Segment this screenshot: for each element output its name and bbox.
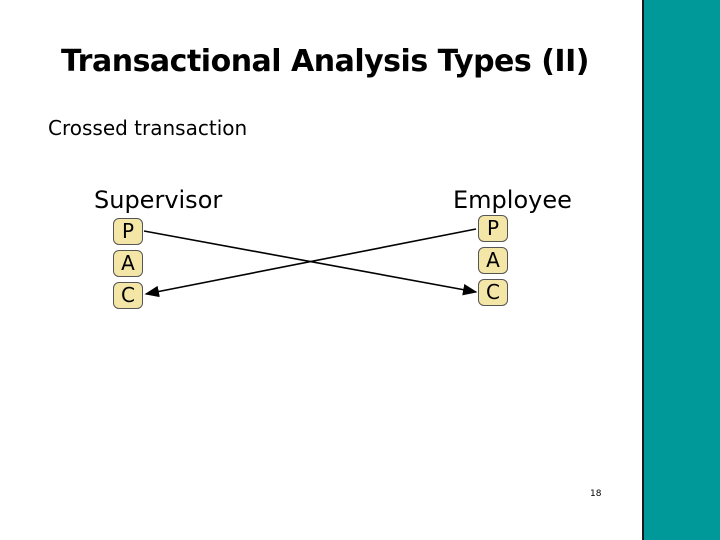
slide-title: Transactional Analysis Types (II)	[61, 44, 589, 79]
supervisor-child-state: C	[113, 282, 143, 309]
supervisor-parent-state: P	[113, 218, 143, 245]
employee-child-state: C	[478, 279, 508, 306]
page-number: 18	[590, 489, 602, 499]
arrow-supervisor-parent-to-employee-child	[143, 230, 478, 296]
supervisor-label: Supervisor	[94, 186, 223, 214]
slide-subtitle: Crossed transaction	[48, 116, 248, 140]
supervisor-adult-state: A	[113, 250, 143, 277]
sidebar-accent-bar	[642, 0, 720, 540]
arrow-employee-parent-to-supervisor-child	[144, 228, 477, 298]
employee-label: Employee	[453, 186, 572, 214]
employee-parent-state: P	[478, 215, 508, 242]
employee-adult-state: A	[478, 247, 508, 274]
